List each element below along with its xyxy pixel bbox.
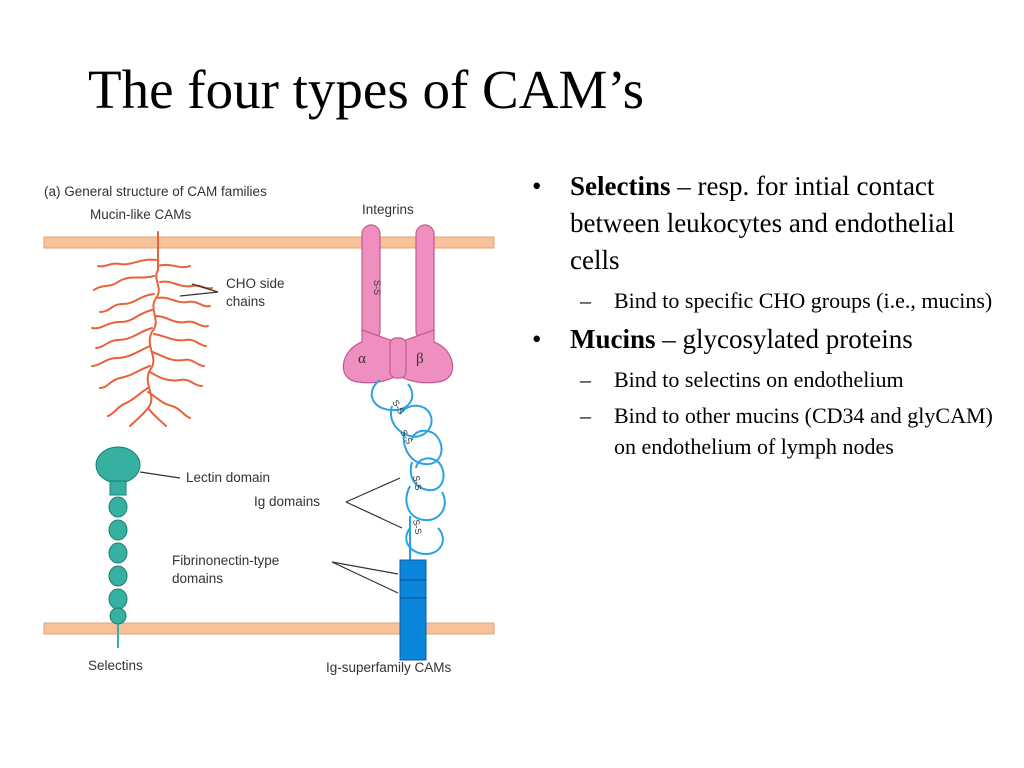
sub-bullet-text: Bind to selectins on endothelium bbox=[614, 367, 904, 392]
dash-marker: – bbox=[580, 403, 591, 428]
leader-lines bbox=[139, 283, 403, 594]
lower-membrane bbox=[43, 622, 495, 635]
alpha-label: α bbox=[358, 351, 366, 367]
sub-bullet: – Bind to specific CHO groups (i.e., muc… bbox=[530, 285, 1000, 316]
ss-label: S-S bbox=[398, 428, 414, 446]
label-cho-side-chains: CHO side bbox=[226, 276, 285, 291]
figure-heading: (a) General structure of CAM families bbox=[44, 184, 267, 199]
bullet-item: • Mucins – glycosylated proteins bbox=[530, 321, 1000, 358]
label-lectin-domain: Lectin domain bbox=[186, 470, 270, 485]
label-selectins: Selectins bbox=[88, 658, 143, 673]
ss-label: S-S bbox=[372, 280, 382, 295]
igsf-cam-block bbox=[399, 559, 427, 661]
ss-label: S-S bbox=[411, 475, 423, 492]
label-fibronectin-domains: Fibrinonectin-type bbox=[172, 553, 279, 568]
sub-bullet-text: Bind to specific CHO groups (i.e., mucin… bbox=[614, 288, 993, 313]
label-integrins: Integrins bbox=[362, 202, 414, 217]
bullet-term: Mucins bbox=[570, 324, 656, 354]
bullet-dot: • bbox=[532, 171, 542, 201]
mucin-like-cam bbox=[91, 231, 213, 427]
cam-diagram: S-S S-S S-S S-S S-S α β (a) General stru… bbox=[40, 170, 510, 690]
bullet-item: • Selectins – resp. for intial contact b… bbox=[530, 168, 1000, 279]
upper-membrane bbox=[43, 236, 495, 249]
bullet-dot: • bbox=[532, 324, 542, 354]
bullet-term: Selectins bbox=[570, 171, 671, 201]
integrin-molecule bbox=[342, 224, 454, 384]
label-ig-superfamily-cams: Ig-superfamily CAMs bbox=[326, 660, 452, 675]
label-cho-side-chains: chains bbox=[226, 294, 265, 309]
label-fibronectin-domains: domains bbox=[172, 571, 223, 586]
ss-label: S-S bbox=[411, 519, 423, 536]
dash-marker: – bbox=[580, 367, 591, 392]
bullet-list: • Selectins – resp. for intial contact b… bbox=[530, 168, 1000, 467]
bullet-group-mucins: • Mucins – glycosylated proteins – Bind … bbox=[530, 321, 1000, 462]
ss-label: S-S bbox=[390, 398, 406, 416]
sub-bullet-text: Bind to other mucins (CD34 and glyCAM) o… bbox=[614, 403, 993, 459]
dash-marker: – bbox=[580, 288, 591, 313]
bullet-group-selectins: • Selectins – resp. for intial contact b… bbox=[530, 168, 1000, 316]
sub-bullet: – Bind to other mucins (CD34 and glyCAM)… bbox=[530, 400, 1000, 462]
sub-bullet: – Bind to selectins on endothelium bbox=[530, 364, 1000, 395]
ig-domains bbox=[370, 379, 446, 560]
bullet-text: – glycosylated proteins bbox=[655, 324, 913, 354]
label-ig-domains: Ig domains bbox=[254, 494, 320, 509]
label-mucin-like-cams: Mucin-like CAMs bbox=[90, 207, 192, 222]
bullet-text: – resp. for intial contact between leuko… bbox=[570, 171, 955, 275]
slide-title: The four types of CAM’s bbox=[88, 59, 645, 120]
beta-label: β bbox=[416, 351, 424, 367]
selectin-molecule bbox=[95, 446, 141, 648]
